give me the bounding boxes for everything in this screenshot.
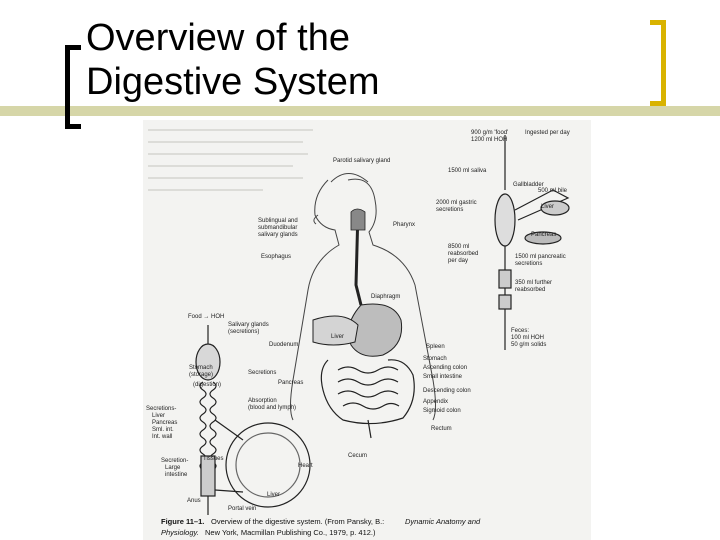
- slide-title-line-1: Overview of the: [86, 17, 350, 59]
- label-liver-2: Liver: [331, 334, 344, 340]
- label-gallbladder: Gallbladder: [513, 182, 544, 188]
- label-pancreas-3: Pancreas: [152, 420, 177, 426]
- label-large-int-3: intestine: [165, 472, 188, 478]
- label-large-int-2: Large: [165, 465, 181, 471]
- pharynx-shape: [350, 208, 366, 231]
- right-flow-schematic: [494, 135, 570, 350]
- label-secretions: Secretions: [248, 370, 276, 376]
- label-liver-3: Liver: [152, 413, 165, 419]
- right-labels: 900 g/m 'food' 1200 ml HOH Ingested per …: [333, 130, 570, 459]
- label-esophagus: Esophagus: [261, 254, 291, 260]
- label-sml-int: Sml. int.: [152, 427, 174, 433]
- label-descending: Descending colon: [423, 388, 471, 394]
- label-per-day: Ingested per day: [525, 130, 570, 136]
- label-sigmoid: Sigmoid colon: [423, 408, 461, 414]
- label-feces-2: 100 ml HOH: [511, 335, 544, 341]
- caption-italic-1: Dynamic Anatomy and: [405, 517, 481, 526]
- liver-shape: [312, 315, 359, 346]
- label-appendix: Appendix: [423, 399, 448, 405]
- right-bracket-decoration: [650, 20, 666, 106]
- label-duodenum: Duodenum: [269, 342, 298, 348]
- label-liver-4: Liver: [267, 492, 280, 498]
- label-storage: (storage): [189, 372, 213, 378]
- label-ascending: Ascending colon: [423, 365, 467, 371]
- left-bracket-decoration: [65, 45, 81, 129]
- label-ingest-2: 1200 ml HOH: [471, 137, 507, 143]
- label-large-int: Secretion-: [161, 458, 188, 464]
- label-small-intestine: Small intestine: [423, 374, 463, 380]
- label-sublingual-2: submandibular: [258, 225, 297, 231]
- left-flow-schematic: [195, 325, 311, 515]
- label-rectum: Rectum: [431, 426, 452, 432]
- label-portal: Portal vein: [228, 506, 256, 512]
- label-stomach: Stomach: [423, 356, 447, 362]
- esophagus-tube: [354, 209, 363, 306]
- label-salivary-2: (secretions): [228, 329, 259, 335]
- digestive-system-figure: 900 g/m 'food' 1200 ml HOH Ingested per …: [143, 120, 591, 540]
- label-food: Food → HOH: [188, 314, 224, 320]
- label-stomach-2: Stomach: [189, 365, 213, 371]
- body-outline: [290, 173, 436, 421]
- label-ingest: 900 g/m 'food': [471, 130, 508, 136]
- figure-caption: Figure 11–1. Overview of the digestive s…: [161, 517, 481, 537]
- label-further: 350 ml further: [515, 280, 552, 286]
- caption-text-2: New York, Macmillan Publishing Co., 1979…: [205, 528, 376, 537]
- label-pancreas: Pancreas: [531, 232, 556, 238]
- slide-title-line-2: Digestive System: [86, 61, 380, 103]
- title-underline-band: [0, 106, 720, 116]
- label-pancreatic: 1500 ml pancreatic: [515, 254, 566, 260]
- label-tissues: Tissues: [203, 456, 223, 462]
- label-saliva: 1500 ml saliva: [448, 168, 487, 174]
- label-sublingual-3: salivary glands: [258, 232, 298, 238]
- label-pancreatic-2: secretions: [515, 261, 542, 267]
- label-liver: Liver: [541, 204, 554, 210]
- label-anus: Anus: [187, 498, 201, 504]
- label-parotid: Parotid salivary gland: [333, 158, 390, 164]
- label-gastric: 2000 ml gastric: [436, 200, 477, 206]
- caption-figure-number: Figure 11–1.: [161, 517, 204, 526]
- label-feces-3: 50 g/m solids: [511, 342, 546, 348]
- label-salivary: Salivary glands: [228, 322, 269, 328]
- label-sublingual: Sublingual and: [258, 218, 298, 224]
- left-labels: Sublingual and submandibular salivary gl…: [146, 218, 344, 512]
- intestines-shape: [320, 359, 415, 439]
- label-secretions-liver: Secretions-: [146, 406, 176, 412]
- label-gastric-2: secretions: [436, 207, 463, 213]
- label-int-wall: Int. wall: [152, 434, 172, 440]
- label-spleen: Spleen: [426, 344, 445, 350]
- label-bile: 500 ml bile: [538, 188, 568, 194]
- label-pharynx: Pharynx: [393, 222, 415, 228]
- label-diaphragm: Diaphragm: [371, 294, 400, 300]
- label-digestion: (digestion): [193, 382, 221, 388]
- label-heart: Heart: [298, 463, 313, 469]
- background-text-bleed: [148, 129, 313, 191]
- label-absorption-2: (blood and lymph): [248, 405, 296, 411]
- label-reabsorbed: 8500 ml: [448, 244, 469, 250]
- slide-title: Overview of the Digestive System: [86, 16, 626, 104]
- label-pancreas-2: Pancreas: [278, 380, 303, 386]
- digestive-system-illustration: 900 g/m 'food' 1200 ml HOH Ingested per …: [146, 129, 570, 537]
- label-cecum: Cecum: [348, 453, 367, 459]
- caption-italic-2: Physiology.: [161, 528, 199, 537]
- label-feces: Feces:: [511, 328, 529, 334]
- label-absorption: Absorption: [248, 398, 277, 404]
- caption-text-1: Overview of the digestive system. (From …: [211, 517, 384, 526]
- label-reabsorbed-3: per day: [448, 258, 468, 264]
- label-further-2: reabsorbed: [515, 287, 545, 293]
- label-reabsorbed-2: reabsorbed: [448, 251, 478, 257]
